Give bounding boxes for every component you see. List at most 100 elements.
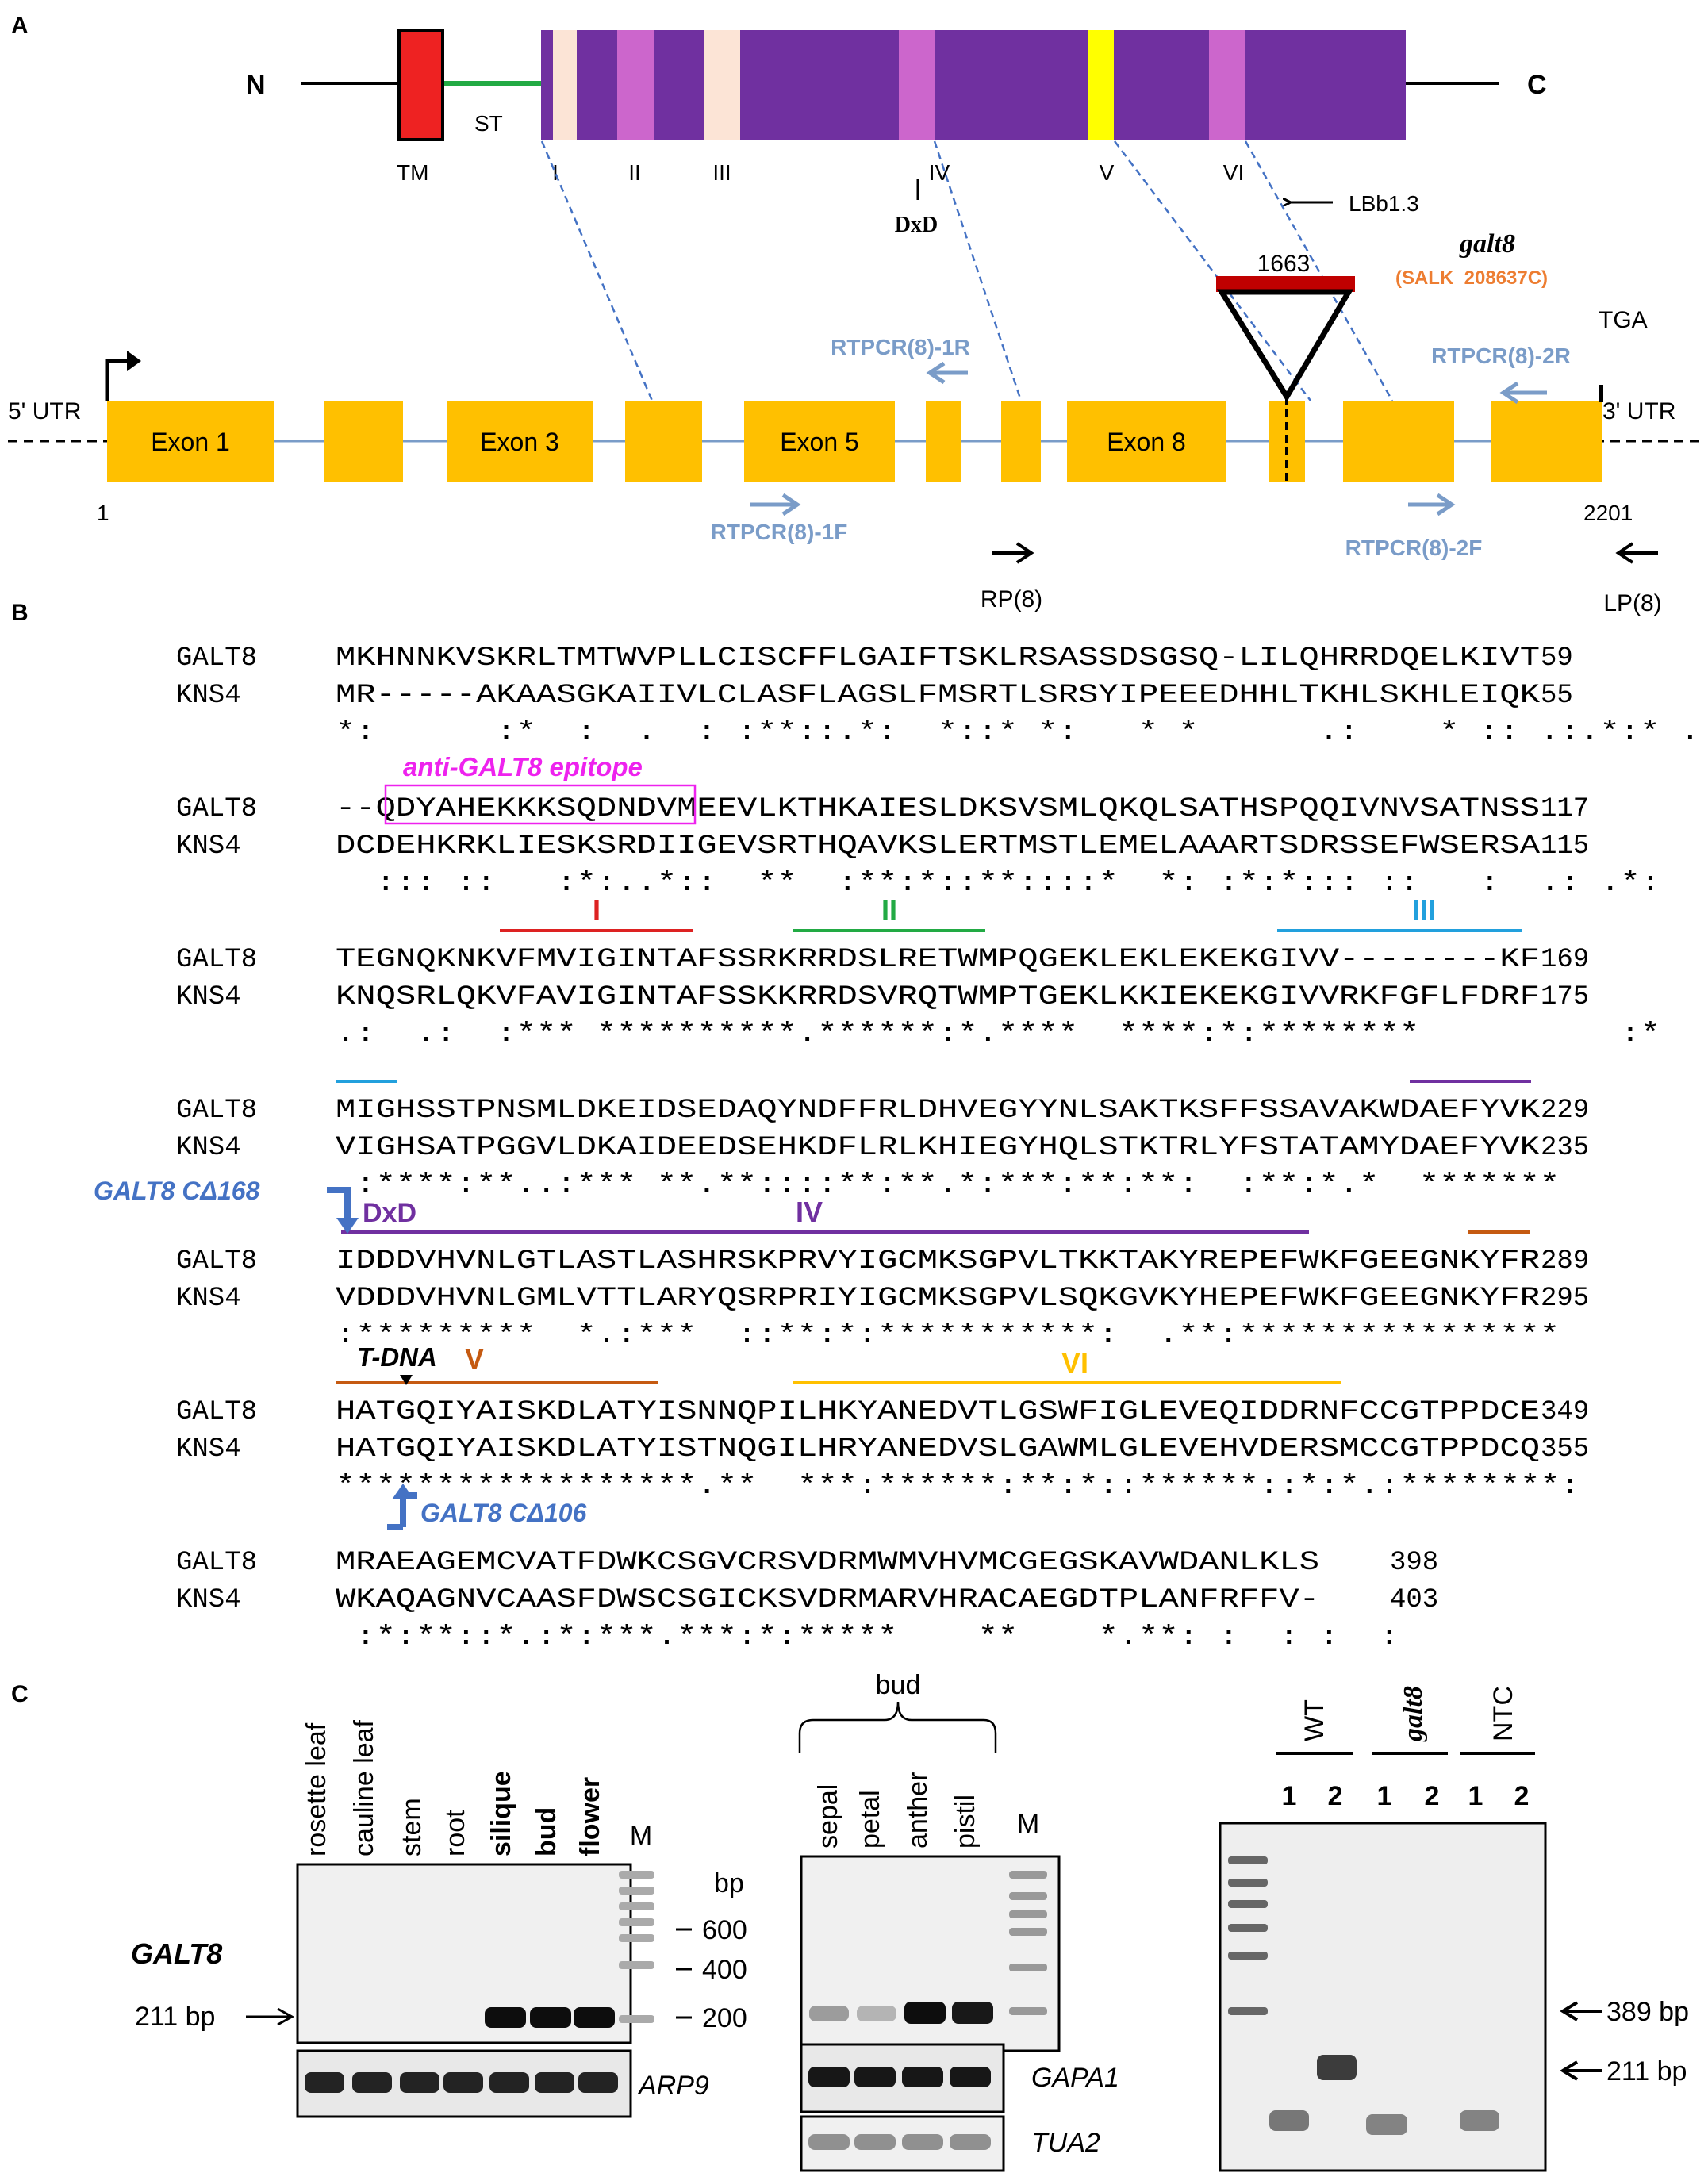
arp9-band	[535, 2072, 574, 2093]
epitope-box	[384, 784, 697, 825]
seq-name-kns4: KNS4	[176, 1284, 241, 1314]
tdna-triangle	[1216, 289, 1354, 402]
seq-consensus-row: *: :* : . : :**::.*: *::* *: * * .: * ::…	[336, 718, 1700, 748]
exon-5-label: Exon 5	[780, 428, 859, 456]
tss-arrow-head	[127, 351, 141, 371]
seq-galt8-row: IDDDVHVNLGTLASTLASHRSKPRVYIGCMKSGPVLTKKT…	[336, 1246, 1540, 1277]
insert-position: 1663	[1257, 251, 1311, 277]
n-terminus-label: N	[246, 70, 266, 100]
ntc-label: NTC	[1488, 1686, 1518, 1741]
exon-7	[1001, 401, 1041, 482]
primer-2r-arrow	[1499, 381, 1547, 405]
gel2-lane-label: pistil	[950, 1795, 981, 1849]
tua2-band	[854, 2134, 896, 2150]
seq-position-galt8: 398	[1390, 1548, 1438, 1578]
seq-position-kns4: 295	[1541, 1284, 1589, 1314]
motif-ii-label: II	[628, 160, 641, 185]
panel-b-label: B	[11, 600, 29, 626]
gel2-ladder-band	[1009, 1928, 1047, 1936]
gel1-marker-label: M	[630, 1821, 652, 1851]
gel1-lane-label: cauline leaf	[349, 1719, 379, 1856]
seq-kns4-row: KNQSRLQKVFAVIGINTAFSSKKRRDSVRQTWMPTGEKLK…	[336, 982, 1540, 1012]
seq-galt8-row: TEGNQKNKVFMVIGINTAFSSRKRRDSLRETWMPQGEKLE…	[336, 945, 1540, 975]
gel1-lane-label: bud	[532, 1807, 562, 1856]
seq-consensus-row: ::: :: :*:..*:: ** :**:*::**::::* *: :*:…	[336, 869, 1660, 899]
gel1-lane-label: flower	[575, 1777, 605, 1856]
gel1-ladder-band	[619, 1887, 654, 1895]
seq-name-kns4: KNS4	[176, 1434, 241, 1465]
tm-label: TM	[397, 160, 428, 185]
panel-c-label: C	[11, 1681, 29, 1707]
seq-consensus-row: :****:**..:*** **.**::::**:**.*:***:**:*…	[336, 1170, 1560, 1200]
primer-1f-arrow	[750, 493, 801, 516]
motif-i-align-label: I	[593, 894, 601, 927]
exon-5	[744, 401, 895, 482]
seq-name-galt8: GALT8	[176, 1397, 257, 1427]
primer-arrows	[750, 361, 1547, 516]
exon-8-label: Exon 8	[1107, 428, 1186, 456]
exon-4	[625, 401, 702, 482]
seq-position-galt8: 117	[1541, 794, 1589, 824]
gel1-ladder-band	[619, 1961, 654, 1969]
gel1-ladder-band	[619, 1934, 654, 1942]
gel2-lane-label: sepal	[813, 1784, 843, 1849]
seq-name-kns4: KNS4	[176, 831, 241, 862]
gel2-ladder-band	[1009, 1892, 1047, 1900]
primer-2f-arrow	[1408, 493, 1456, 516]
cd168-arrow-head	[336, 1218, 359, 1234]
alignment-annotations: anti-GALT8 epitope I II III IV DxD GALT8…	[94, 752, 1531, 1530]
utr3-label: 3' UTR	[1602, 398, 1675, 424]
arp9-label: ARP9	[637, 2071, 709, 2101]
lp-arrow	[1615, 542, 1658, 564]
st-label: ST	[474, 111, 503, 136]
gel3-ladder-band	[1228, 1952, 1268, 1960]
lane-num-6: 2	[1514, 1781, 1530, 1811]
lb-primer-label: LBb1.3	[1349, 191, 1419, 216]
bud-label: bud	[876, 1670, 921, 1700]
tss-arrow	[105, 359, 133, 401]
seq-position-galt8: 349	[1541, 1397, 1589, 1427]
seq-name-galt8: GALT8	[176, 1096, 257, 1126]
size-200: 200	[702, 2003, 747, 2033]
wt-label: WT	[1299, 1699, 1330, 1741]
gel3-ladder-band	[1228, 2007, 1268, 2015]
lane-num-4: 2	[1425, 1781, 1440, 1811]
motif-iii-box	[704, 30, 740, 140]
band-389-label: 389 bp	[1606, 1997, 1689, 2027]
seq-position-kns4: 115	[1541, 831, 1589, 862]
arp9-band	[489, 2072, 529, 2093]
seq-name-galt8: GALT8	[176, 794, 257, 824]
gel1-lane-label: rosette leaf	[301, 1722, 332, 1856]
cd168-arrow	[327, 1187, 351, 1222]
epitope-label: anti-GALT8 epitope	[403, 752, 643, 781]
band-211-label: 211 bp	[1606, 2056, 1687, 2087]
gel1-lane-label: root	[440, 1810, 470, 1856]
mutant-name: galt8	[1459, 229, 1515, 259]
gel2-lane-label: anther	[903, 1772, 933, 1849]
motif-v-label: V	[1100, 160, 1115, 185]
gt-domain	[541, 30, 1406, 140]
motif-v-box	[1088, 30, 1114, 140]
tga-label: TGA	[1599, 307, 1648, 333]
gapa1-band	[950, 2067, 991, 2087]
seq-name-galt8: GALT8	[176, 1246, 257, 1277]
arp9-band	[443, 2072, 483, 2093]
seq-name-kns4: KNS4	[176, 982, 241, 1012]
motif-iv-box	[899, 30, 935, 140]
gel2-ladder-band	[1009, 1964, 1047, 1971]
tm-domain	[397, 29, 444, 141]
lane-num-1: 1	[1282, 1781, 1297, 1811]
gel3-ladder-band	[1228, 1900, 1268, 1908]
galt8-gel-label: GALT8	[131, 1937, 222, 1970]
band-211-arrow	[1560, 2060, 1602, 2081]
galt8-primer-dimer	[1366, 2114, 1407, 2135]
panel-a-label: A	[11, 13, 29, 39]
seq-galt8-row: HATGQIYAISKDLATYISNNQPILHKYANEDVTLGSWFIG…	[336, 1397, 1540, 1427]
lane-num-2: 2	[1328, 1781, 1343, 1811]
seq-position-kns4: 355	[1541, 1434, 1589, 1465]
gel1-lane-label: silique	[486, 1771, 516, 1856]
lane-num-5: 1	[1468, 1781, 1483, 1811]
gapa1-band	[902, 2067, 943, 2087]
gel2-lane-label: petal	[855, 1790, 885, 1849]
primer-1r-arrow	[926, 361, 968, 385]
